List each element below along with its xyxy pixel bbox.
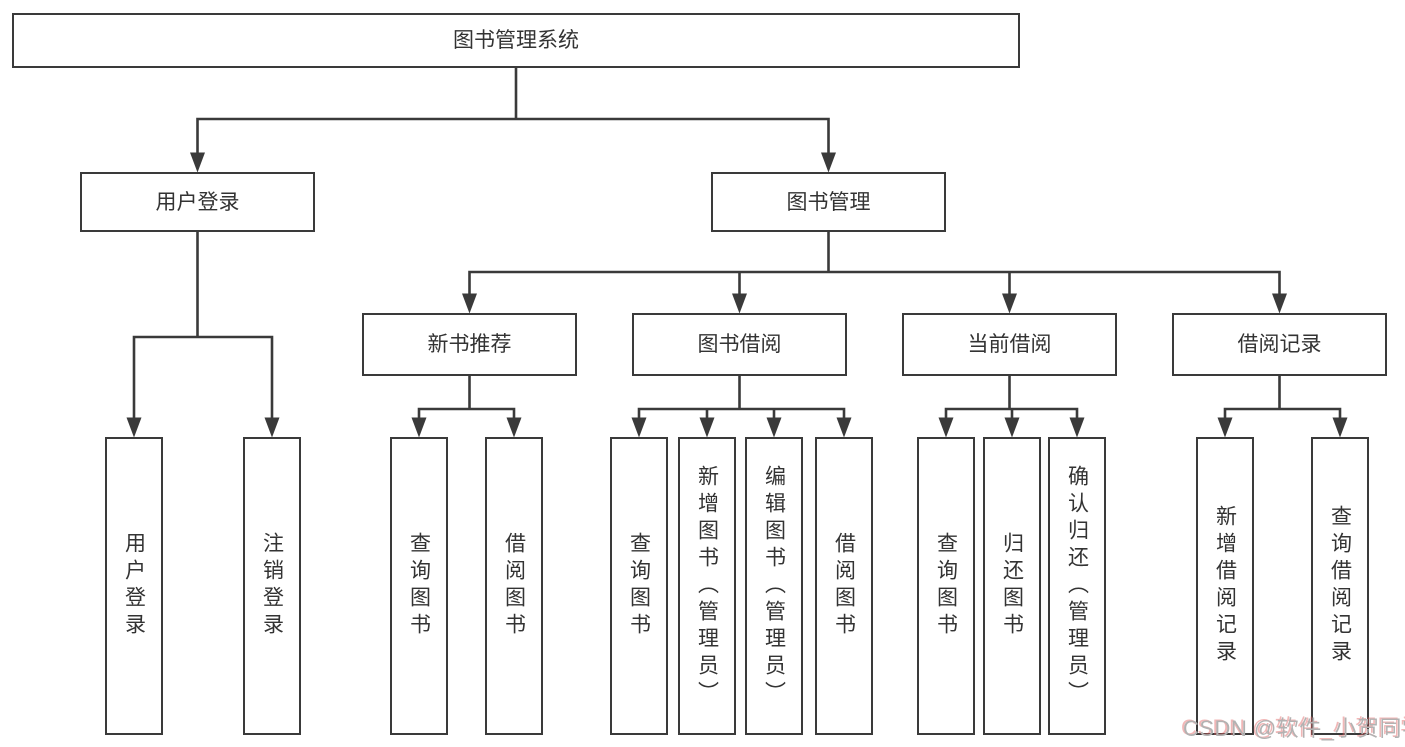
leaf-return-book-label: 归还图书 xyxy=(1000,532,1024,640)
leaf-query-borrow-record: 查询借阅记录 xyxy=(1311,437,1369,735)
leaf-borrow-book-newrec-label: 借阅图书 xyxy=(502,532,526,640)
leaf-borrow-book-borrow-label: 借阅图书 xyxy=(832,532,856,640)
csdn-watermark: CSDN @软件_小贺同学 xyxy=(1183,716,1405,741)
node-user-login: 用户登录 xyxy=(80,172,315,232)
leaf-query-book-borrow-label: 查询图书 xyxy=(627,532,651,640)
leaf-user-login: 用户登录 xyxy=(105,437,163,735)
node-new-book-recommend: 新书推荐 xyxy=(362,313,577,376)
leaf-add-borrow-record-label: 新增借阅记录 xyxy=(1213,505,1237,667)
leaf-query-book-newrec-label: 查询图书 xyxy=(407,532,431,640)
leaf-confirm-return-admin: 确认归还（管理员） xyxy=(1048,437,1106,735)
leaf-logout-label: 注销登录 xyxy=(260,532,284,640)
leaf-query-book-current-label: 查询图书 xyxy=(934,532,958,640)
leaf-borrow-book-borrow: 借阅图书 xyxy=(815,437,873,735)
leaf-add-book-admin-label: 新增图书（管理员） xyxy=(695,464,719,708)
leaf-query-borrow-record-label: 查询借阅记录 xyxy=(1328,505,1352,667)
leaf-confirm-return-admin-label: 确认归还（管理员） xyxy=(1065,464,1089,708)
leaf-borrow-book-newrec: 借阅图书 xyxy=(485,437,543,735)
node-root: 图书管理系统 xyxy=(12,13,1020,68)
leaf-logout: 注销登录 xyxy=(243,437,301,735)
node-borrow-records: 借阅记录 xyxy=(1172,313,1387,376)
leaf-user-login-label: 用户登录 xyxy=(122,532,146,640)
node-book-management: 图书管理 xyxy=(711,172,946,232)
node-book-borrow: 图书借阅 xyxy=(632,313,847,376)
leaf-query-book-newrec: 查询图书 xyxy=(390,437,448,735)
leaf-return-book: 归还图书 xyxy=(983,437,1041,735)
leaf-query-book-borrow: 查询图书 xyxy=(610,437,668,735)
leaf-add-borrow-record: 新增借阅记录 xyxy=(1196,437,1254,735)
node-current-borrow: 当前借阅 xyxy=(902,313,1117,376)
leaf-edit-book-admin-label: 编辑图书（管理员） xyxy=(762,464,786,708)
leaf-query-book-current: 查询图书 xyxy=(917,437,975,735)
leaf-edit-book-admin: 编辑图书（管理员） xyxy=(745,437,803,735)
leaf-add-book-admin: 新增图书（管理员） xyxy=(678,437,736,735)
